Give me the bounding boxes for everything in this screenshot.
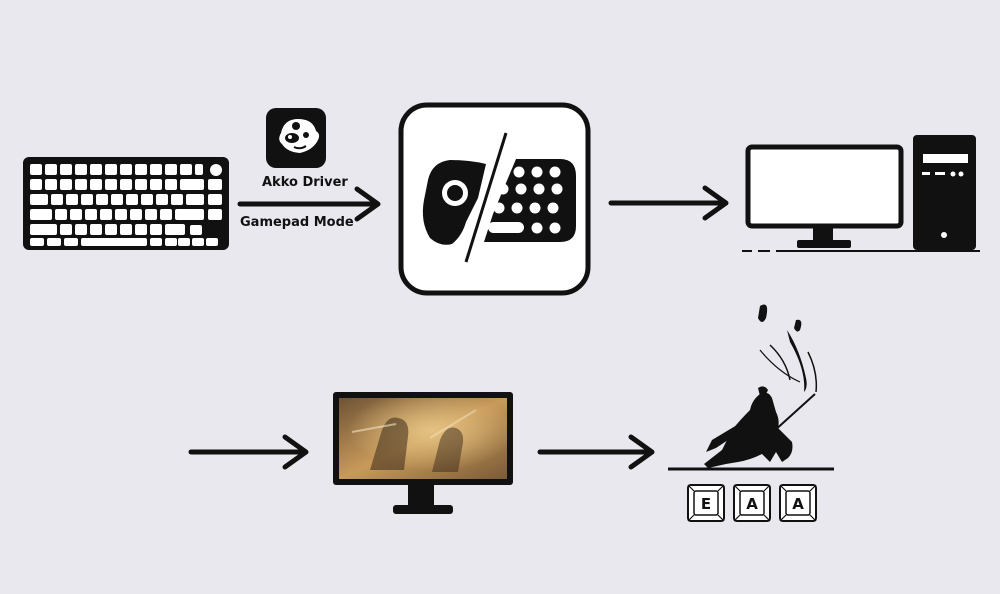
keycap-label-a-1: A [746, 495, 758, 513]
game-monitor-icon [333, 392, 513, 514]
mechanical-keyboard-icon [23, 157, 229, 250]
keycap-e [687, 484, 725, 522]
keycap-a-2 [779, 484, 817, 522]
keycap-a-1 [733, 484, 771, 522]
desktop-computer-icon [742, 135, 980, 252]
driver-app-name: Akko Driver [262, 175, 348, 190]
keycap-label-e: E [701, 495, 711, 513]
akko-driver-app-icon [266, 108, 326, 168]
arrow-switch-to-computer [608, 185, 729, 221]
arrow-keyboard-to-switch [237, 186, 381, 222]
arrow-monitor-to-character [537, 434, 655, 470]
keycap-label-a-2: A [792, 495, 804, 513]
arrow-into-monitor [188, 434, 309, 470]
samurai-silhouette-icon [668, 304, 834, 471]
gamepad-keyboard-switch-icon [398, 102, 591, 296]
driver-mode-label: Gamepad Mode [240, 215, 354, 230]
keycap-group: E A A [687, 484, 817, 522]
